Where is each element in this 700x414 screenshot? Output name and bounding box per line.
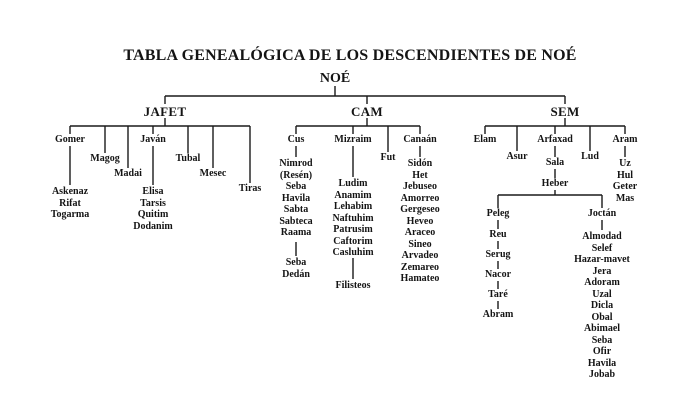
list-item: Arvadeo — [401, 250, 439, 261]
list-item: Havila — [587, 357, 617, 369]
node-tubal: Tubal — [175, 153, 201, 164]
list-item: Jobab — [588, 369, 616, 380]
list-item: Ludim — [338, 178, 368, 189]
list-item: Abimael — [583, 323, 621, 334]
node-mizraim: Mizraim — [334, 134, 372, 145]
list-item: Uz — [619, 158, 631, 169]
list-item: Sineo — [408, 238, 432, 250]
node-noe: NOÉ — [319, 71, 351, 86]
list-item: Dodanim — [133, 220, 173, 232]
node-magog: Magog — [90, 153, 120, 164]
gomer-children: Askenaz Rifat Togarma — [51, 186, 90, 221]
canaan-children: Sidón Het Jebuseo Amorreo Gergeseo Heveo… — [400, 158, 439, 285]
list-item: Hamateo — [400, 273, 440, 284]
list-item: Seba — [285, 257, 307, 268]
casluhim-children: Filisteos — [336, 280, 371, 292]
node-jafet: JAFET — [143, 104, 187, 119]
list-item: Mas — [615, 192, 635, 204]
list-item: Hazar-mavet — [574, 254, 630, 265]
node-tiras: Tiras — [238, 183, 262, 194]
node-serug: Serug — [485, 249, 511, 260]
mizraim-children: Ludim Anamim Lehabim Naftuhim Patrusim C… — [332, 178, 373, 259]
list-item: Togarma — [50, 209, 90, 220]
node-heber: Heber — [541, 178, 569, 189]
list-item: Almodad — [582, 231, 622, 242]
list-item: Heveo — [406, 215, 434, 227]
node-tare: Taré — [488, 289, 508, 300]
node-asur: Asur — [506, 151, 528, 162]
node-javan: Javán — [140, 134, 166, 145]
node-aram: Aram — [612, 134, 638, 145]
list-item: Jebuseo — [403, 181, 437, 192]
list-item: Askenaz — [51, 186, 89, 197]
node-sem: SEM — [550, 104, 580, 119]
list-item: Lehabim — [333, 201, 373, 212]
joctan-children: Almodad Selef Hazar-mavet Jera Adoram Uz… — [574, 231, 630, 381]
list-item: Araceo — [404, 227, 436, 238]
node-lud: Lud — [581, 151, 599, 162]
node-cus: Cus — [287, 134, 305, 145]
list-item: Dedán — [282, 268, 310, 280]
raama-children: Seba Dedán — [282, 257, 310, 280]
list-item: Naftuhim — [332, 212, 374, 224]
node-joctan: Joctán — [587, 208, 617, 219]
cus-children: Nimrod (Resén) Seba Havila Sabta Sabteca… — [279, 158, 312, 239]
node-canaan: Canaán — [403, 134, 437, 145]
node-reu: Reu — [489, 229, 507, 240]
list-item: Filisteos — [335, 280, 371, 291]
node-sala: Sala — [545, 157, 565, 168]
list-item: Gergeseo — [400, 204, 440, 215]
list-item: Seba — [285, 181, 307, 192]
node-madai: Madai — [114, 168, 142, 179]
list-item: Rifat — [59, 197, 81, 209]
list-item: Sabteca — [279, 215, 313, 227]
javan-children: Elisa Tarsis Quitim Dodanim — [133, 186, 172, 232]
node-peleg: Peleg — [486, 208, 510, 219]
list-item: Geter — [612, 181, 638, 192]
list-item: Quitim — [137, 209, 169, 220]
list-item: Sidón — [407, 158, 433, 169]
list-item: Sabta — [283, 204, 309, 215]
list-item: Amorreo — [400, 192, 440, 204]
aram-children: Uz Hul Geter Mas — [613, 158, 637, 204]
list-item: Havila — [281, 192, 311, 204]
list-item: Casluhim — [332, 247, 374, 258]
list-item: Nimrod — [279, 158, 313, 169]
node-arfaxad: Arfaxad — [537, 134, 573, 145]
node-gomer: Gomer — [55, 134, 85, 145]
list-item: Raama — [280, 227, 312, 238]
list-item: Uzal — [592, 288, 612, 300]
page-title: TABLA GENEALÓGICA DE LOS DESCENDIENTES D… — [123, 47, 577, 64]
node-fut: Fut — [380, 152, 396, 163]
list-item: Hul — [616, 169, 634, 181]
list-item: Patrusim — [333, 224, 373, 235]
node-elam: Elam — [473, 134, 497, 145]
list-item: Het — [412, 169, 428, 181]
node-nacor: Nacor — [484, 269, 512, 280]
list-item: Caftorim — [333, 235, 373, 247]
list-item: Seba — [591, 334, 613, 346]
list-item: Adoram — [584, 277, 620, 288]
list-item: Tarsis — [140, 197, 166, 209]
list-item: Elisa — [142, 186, 164, 197]
list-item: Ofir — [592, 346, 612, 357]
list-item: Obal — [591, 311, 613, 323]
list-item: Anamim — [334, 189, 372, 201]
list-item: Jera — [592, 265, 612, 277]
node-cam: CAM — [351, 104, 383, 119]
list-item: Zemareo — [400, 261, 440, 273]
list-item: Dicla — [590, 300, 614, 311]
node-abram: Abram — [482, 309, 514, 320]
list-item: Selef — [591, 242, 613, 254]
node-mesec: Mesec — [199, 168, 227, 179]
list-item: (Resén) — [279, 169, 313, 181]
